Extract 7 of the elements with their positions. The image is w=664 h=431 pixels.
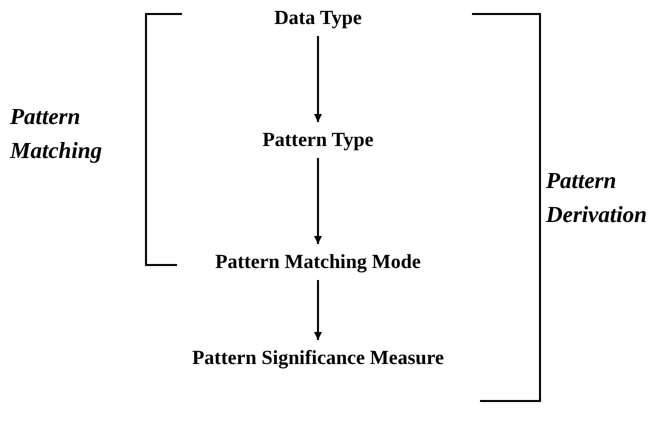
arrow bbox=[314, 158, 322, 244]
node-label: Pattern Type bbox=[208, 128, 428, 152]
node-label: Pattern Significance Measure bbox=[178, 346, 458, 370]
arrow bbox=[314, 280, 322, 340]
node-label: Data Type bbox=[218, 6, 418, 30]
arrow bbox=[314, 36, 322, 122]
node-label: Pattern Matching Mode bbox=[188, 250, 448, 274]
